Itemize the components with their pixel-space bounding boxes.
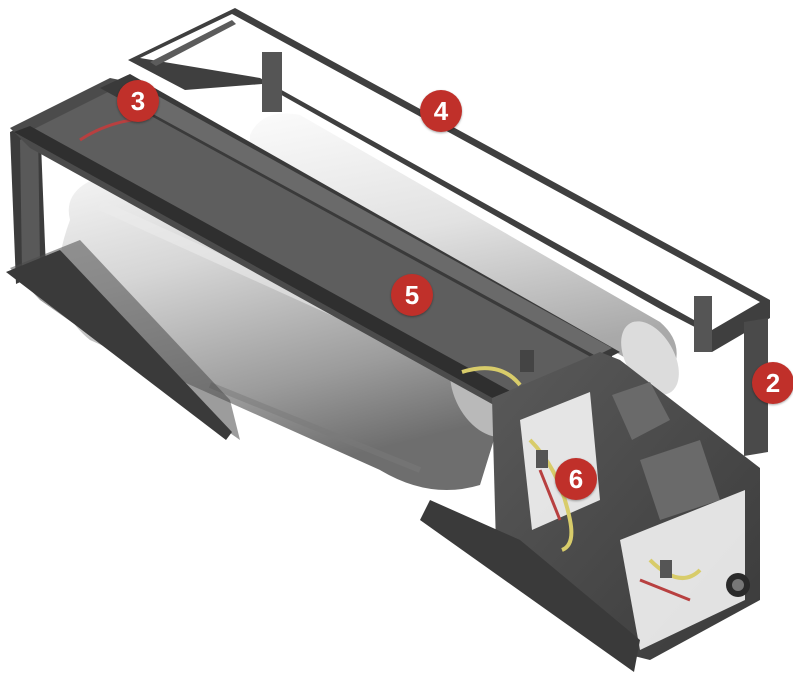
callout-2-label: 2	[765, 368, 781, 398]
bottom-brackets	[6, 250, 640, 672]
callout-4-label: 4	[433, 96, 449, 126]
top-rails	[10, 74, 620, 408]
callout-3-label: 3	[130, 86, 146, 116]
callout-3: 3	[117, 80, 159, 122]
callout-2: 2	[752, 362, 793, 404]
callout-5-label: 5	[404, 280, 420, 310]
valve-plumbing	[79, 116, 702, 602]
callout-6: 6	[555, 458, 597, 500]
rear-top-frame	[128, 8, 770, 456]
front-end-plate	[492, 352, 760, 660]
callout-4: 4	[420, 90, 462, 132]
callout-5: 5	[391, 274, 433, 316]
callout-6-label: 6	[568, 464, 584, 494]
